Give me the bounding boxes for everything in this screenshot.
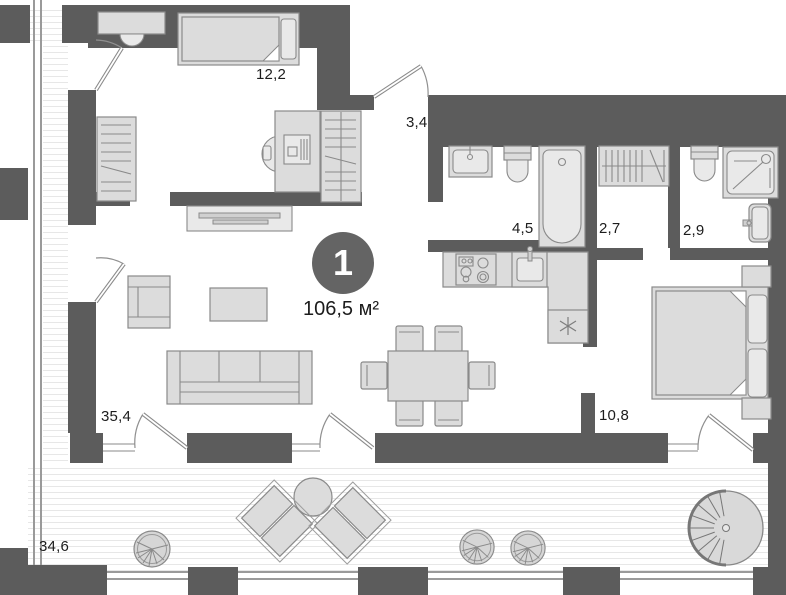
terrace-door — [134, 412, 189, 450]
wall-segment — [68, 302, 96, 433]
balcony-floor — [43, 5, 68, 463]
room-area-bedroom-upper: 12,2 — [256, 66, 286, 83]
plant — [459, 529, 495, 565]
room-area-closet: 2,7 — [599, 220, 621, 237]
wall-segment — [585, 145, 597, 248]
terrace-pillar — [563, 567, 620, 595]
wall-segment — [350, 95, 374, 110]
terrace-door — [319, 412, 375, 450]
stove — [455, 253, 497, 286]
shower-cabin — [722, 146, 779, 199]
terrace-door — [697, 413, 755, 452]
balcony-door — [94, 39, 124, 92]
dining-chairs — [360, 325, 496, 427]
terrace-railing — [33, 0, 35, 573]
wall-segment — [317, 48, 350, 110]
entrance-door — [372, 64, 429, 99]
lounge-chair — [235, 479, 319, 563]
room-area-hallway: 3,4 — [406, 114, 428, 131]
plant — [510, 530, 546, 566]
desk-with-computer — [261, 110, 321, 193]
nightstand — [741, 397, 772, 420]
kitchen-sink — [511, 246, 548, 288]
round-table — [293, 477, 333, 517]
bathroom-fixtures — [448, 145, 586, 248]
wall-segment — [581, 393, 595, 433]
sofa — [166, 350, 313, 405]
wall-segment — [670, 248, 786, 260]
dining-table — [387, 350, 469, 402]
balcony-door — [94, 257, 126, 304]
window — [103, 443, 698, 452]
dressing-table — [97, 11, 166, 47]
wall-segment — [0, 565, 107, 595]
wall-segment — [0, 5, 30, 43]
bathtub — [538, 145, 586, 248]
nightstand — [741, 265, 772, 288]
room-area-shower-room: 2,9 — [683, 222, 705, 239]
wall-segment — [0, 168, 28, 220]
terrace-pillar — [188, 567, 238, 595]
kitchen-counter — [442, 246, 589, 344]
terrace-pillar — [358, 567, 428, 595]
shower-room-fixtures — [690, 145, 779, 243]
hanger-rail — [598, 145, 670, 187]
refrigerator — [547, 309, 589, 344]
room-area-bathroom: 4,5 — [512, 220, 534, 237]
armchair — [127, 275, 171, 329]
wash-basin — [742, 203, 772, 243]
terrace-pillar — [753, 567, 786, 595]
total-area-label: 106,5 м² — [303, 298, 380, 320]
room-area-terrace: 34,6 — [39, 538, 69, 555]
lounge-chair — [308, 481, 392, 565]
plant — [133, 530, 171, 568]
room-area-bedroom: 10,8 — [599, 407, 629, 424]
spiral-staircase — [687, 489, 764, 567]
toilet — [503, 145, 532, 183]
wardrobe — [96, 116, 137, 202]
wall-segment — [375, 433, 668, 463]
wash-basin — [448, 145, 493, 178]
wall-segment — [70, 433, 103, 463]
tv-stand — [186, 205, 293, 232]
coffee-table — [209, 287, 268, 322]
wall-segment — [68, 90, 96, 225]
wall-segment — [668, 145, 680, 248]
toilet — [690, 145, 719, 182]
wall-segment — [170, 192, 362, 206]
wall-segment — [187, 433, 292, 463]
room-area-living-kitchen: 35,4 — [101, 408, 131, 425]
wall-segment — [768, 95, 786, 595]
terrace-railing — [40, 0, 42, 573]
wall-segment — [428, 145, 443, 202]
double-bed — [651, 265, 772, 420]
wall-segment — [428, 95, 786, 147]
wall-segment — [583, 248, 643, 260]
single-bed — [177, 12, 300, 66]
wardrobe — [320, 110, 362, 203]
unit-number-badge: 1 — [312, 232, 374, 294]
unit-number: 1 — [332, 242, 354, 283]
